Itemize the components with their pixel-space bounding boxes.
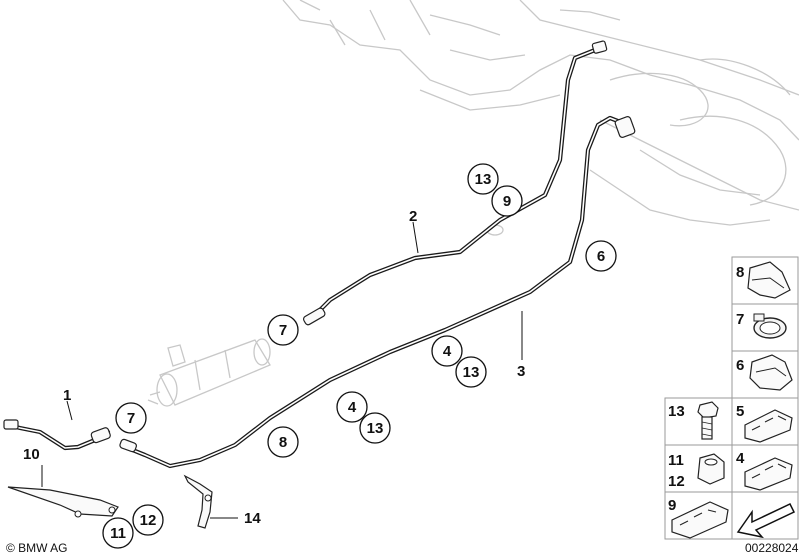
callout-7-lower: 7	[115, 402, 147, 434]
svg-text:7: 7	[127, 410, 135, 427]
parts-legend: 8 7 6 13 5 11 12 4 9	[664, 256, 799, 540]
fuel-line-1	[3, 419, 111, 451]
label-1: 1	[63, 387, 71, 404]
fuel-line-2	[302, 40, 608, 326]
svg-text:8: 8	[279, 434, 287, 451]
svg-text:13: 13	[463, 364, 480, 381]
diagram-number: 00228024	[745, 541, 799, 555]
svg-text:11: 11	[110, 525, 126, 542]
nut-11-12-icon	[697, 453, 725, 485]
clip-9-icon	[671, 501, 729, 539]
clip-4-icon	[744, 457, 793, 491]
callout-4-lower: 4	[336, 391, 368, 423]
label-2: 2	[409, 208, 417, 225]
callout-12: 12	[132, 504, 164, 536]
callout-8: 8	[267, 426, 299, 458]
fuel-tank-outline	[282, 0, 799, 236]
svg-text:7: 7	[279, 322, 287, 339]
svg-text:6: 6	[597, 248, 605, 265]
legend-7: 7	[736, 311, 744, 328]
callout-13-middle: 13	[455, 356, 487, 388]
hose-clamp-7-icon	[753, 313, 787, 339]
svg-text:13: 13	[475, 171, 492, 188]
label-14: 14	[244, 510, 261, 527]
part-labels: 1 2 3 10 14	[23, 208, 525, 527]
legend-5: 5	[736, 403, 744, 420]
clip-6-icon	[749, 354, 793, 391]
legend-12: 12	[668, 473, 685, 490]
label-10: 10	[23, 446, 40, 463]
legend-9: 9	[668, 497, 676, 514]
svg-text:13: 13	[367, 420, 384, 437]
callout-13-upper: 13	[467, 163, 499, 195]
svg-text:4: 4	[348, 399, 357, 416]
fuel-filter	[147, 338, 271, 407]
clip-8-icon	[747, 261, 791, 299]
clip-5-icon	[744, 409, 793, 443]
callout-6: 6	[585, 240, 617, 272]
circled-labels: 13 9 6 7 4 13 7 4 13 8 12 11	[102, 163, 617, 549]
legend-6: 6	[736, 357, 744, 374]
legend-11: 11	[668, 452, 684, 469]
legend-8: 8	[736, 264, 744, 281]
callout-7-upper: 7	[267, 314, 299, 346]
bracket-10	[7, 486, 119, 518]
callout-13-lower: 13	[359, 412, 391, 444]
legend-4: 4	[736, 450, 745, 467]
svg-text:4: 4	[443, 343, 452, 360]
svg-text:12: 12	[140, 512, 157, 529]
fuel-line-3	[119, 115, 636, 469]
svg-text:9: 9	[503, 193, 511, 210]
bracket-14	[183, 474, 213, 529]
arrow-icon	[736, 503, 796, 539]
label-3: 3	[517, 363, 525, 380]
legend-13: 13	[668, 403, 685, 420]
callout-4-upper: 4	[431, 335, 463, 367]
copyright: © BMW AG	[6, 541, 68, 555]
callout-9-upper: 9	[491, 185, 523, 217]
callout-11: 11	[102, 517, 134, 549]
bolt-13-icon	[697, 401, 719, 440]
